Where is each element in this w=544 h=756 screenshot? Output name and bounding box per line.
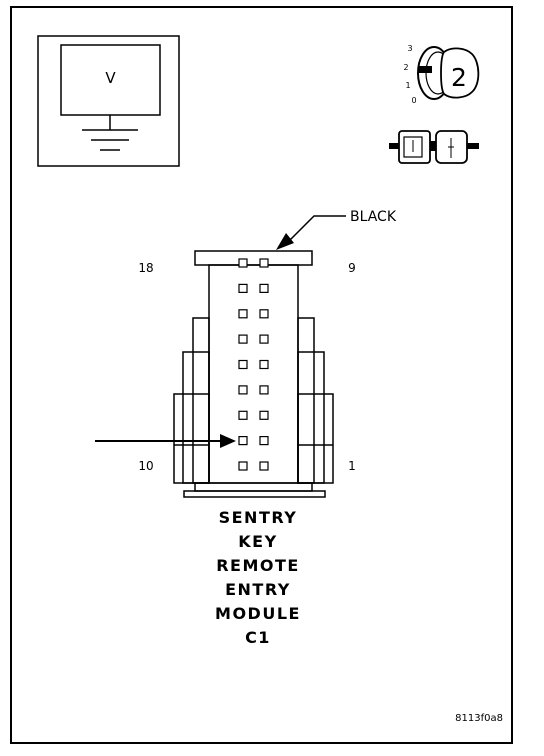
pin-cavity: [259, 385, 269, 395]
pin-cavity: [238, 258, 248, 268]
color-callout-arrowhead: [276, 233, 294, 250]
pin-cavities: [238, 258, 269, 471]
connector-title-line: KEY: [238, 532, 277, 551]
ignition-position-3: 3: [407, 44, 412, 53]
pin-cavity: [238, 385, 248, 395]
pin-cavity: [259, 309, 269, 319]
pin-cavity: [259, 410, 269, 420]
pin-label-9: 9: [348, 261, 356, 275]
ignition-switch-icon: 3 2 1 0 2: [403, 44, 480, 105]
connector-title-line: C1: [245, 628, 271, 647]
ignition-position-2: 2: [403, 63, 408, 72]
color-callout-line: [289, 215, 346, 241]
figure-id: 8113f0a8: [455, 713, 503, 724]
pin-cavity: [259, 359, 269, 370]
pin-cavity: [238, 334, 248, 344]
pin-cavity: [238, 436, 248, 446]
pin-cavity: [238, 309, 248, 319]
pin-cavity: [238, 283, 248, 293]
pin-cavity: [238, 461, 248, 471]
connector-title: SENTRY KEY REMOTE ENTRY MODULE C1: [215, 508, 301, 647]
ignition-position-1: 1: [405, 81, 410, 90]
ignition-selected-position: 2: [451, 63, 467, 92]
pin-cavity: [259, 436, 269, 446]
key-probe-icon: [389, 130, 479, 164]
ignition-position-0: 0: [411, 96, 416, 105]
pin-cavity: [238, 410, 248, 420]
connector-title-line: MODULE: [215, 604, 301, 623]
probe-arrowhead: [220, 434, 236, 448]
pin-label-18: 18: [138, 261, 153, 275]
voltmeter-icon: V: [37, 35, 180, 167]
meter-symbol: V: [105, 69, 116, 87]
pin-cavity: [259, 283, 269, 293]
connector-title-line: SENTRY: [219, 508, 298, 527]
pin-cavity: [238, 359, 248, 370]
pin-cavity: [259, 258, 269, 268]
pin-label-10: 10: [138, 459, 153, 473]
pin-cavity: [259, 334, 269, 344]
connector-color-label: BLACK: [350, 209, 397, 225]
connector-title-line: REMOTE: [216, 556, 300, 575]
connector-body: [173, 250, 334, 498]
connector-title-line: ENTRY: [225, 580, 291, 599]
pin-label-1: 1: [348, 459, 356, 473]
outer-frame: [10, 6, 513, 744]
pin-cavity: [259, 461, 269, 471]
